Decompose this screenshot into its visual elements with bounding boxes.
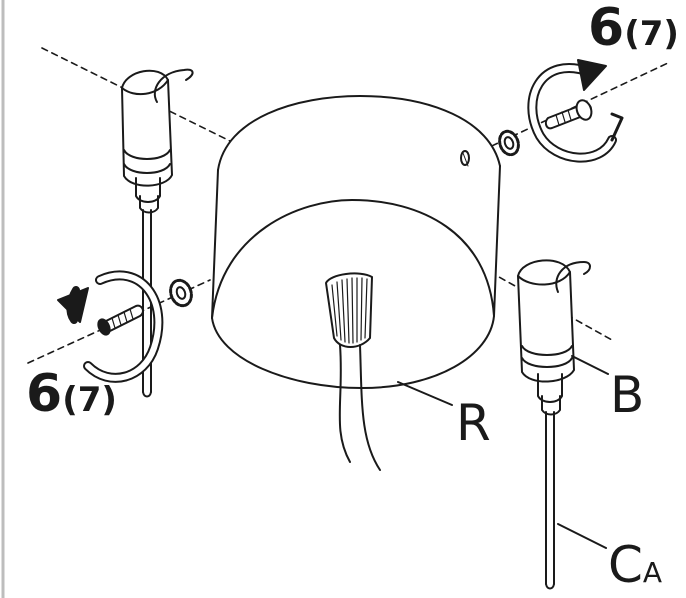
ceiling-rose	[211, 95, 501, 471]
label-bracket: B	[610, 366, 645, 424]
rose-screw-hole	[460, 150, 470, 166]
right-fixing	[498, 59, 624, 163]
rose-cable	[338, 344, 381, 471]
step-number: 6	[588, 0, 625, 58]
label-cable-sub: A	[642, 556, 663, 589]
left-screw-head	[97, 318, 111, 336]
right-arrow-head	[577, 59, 607, 91]
step-label-top-right: 6(7)	[588, 2, 679, 54]
leader-rose	[397, 381, 453, 406]
right-bracket-nut	[537, 373, 563, 403]
leader-cable	[557, 523, 607, 549]
rose-bottom-rim	[211, 199, 495, 319]
left-bracket-wire	[153, 68, 194, 103]
label-cable-main: C	[608, 536, 643, 594]
step-label-bottom-left: 6(7)	[26, 368, 117, 420]
step-alt-number: (7)	[62, 380, 117, 420]
label-rose: R	[456, 394, 491, 452]
axis-upper-left	[41, 47, 233, 143]
right-bracket	[517, 259, 609, 590]
left-fixing	[57, 270, 193, 383]
label-cable: CA	[608, 540, 662, 590]
right-screw-head	[575, 99, 593, 121]
leader-bracket	[571, 355, 609, 375]
step-number: 6	[26, 364, 63, 424]
step-alt-number: (7)	[624, 14, 679, 54]
right-bracket-wire	[555, 261, 591, 293]
gland-ribs	[331, 277, 368, 344]
rose-top	[217, 95, 501, 171]
left-bracket-nut	[135, 177, 161, 203]
